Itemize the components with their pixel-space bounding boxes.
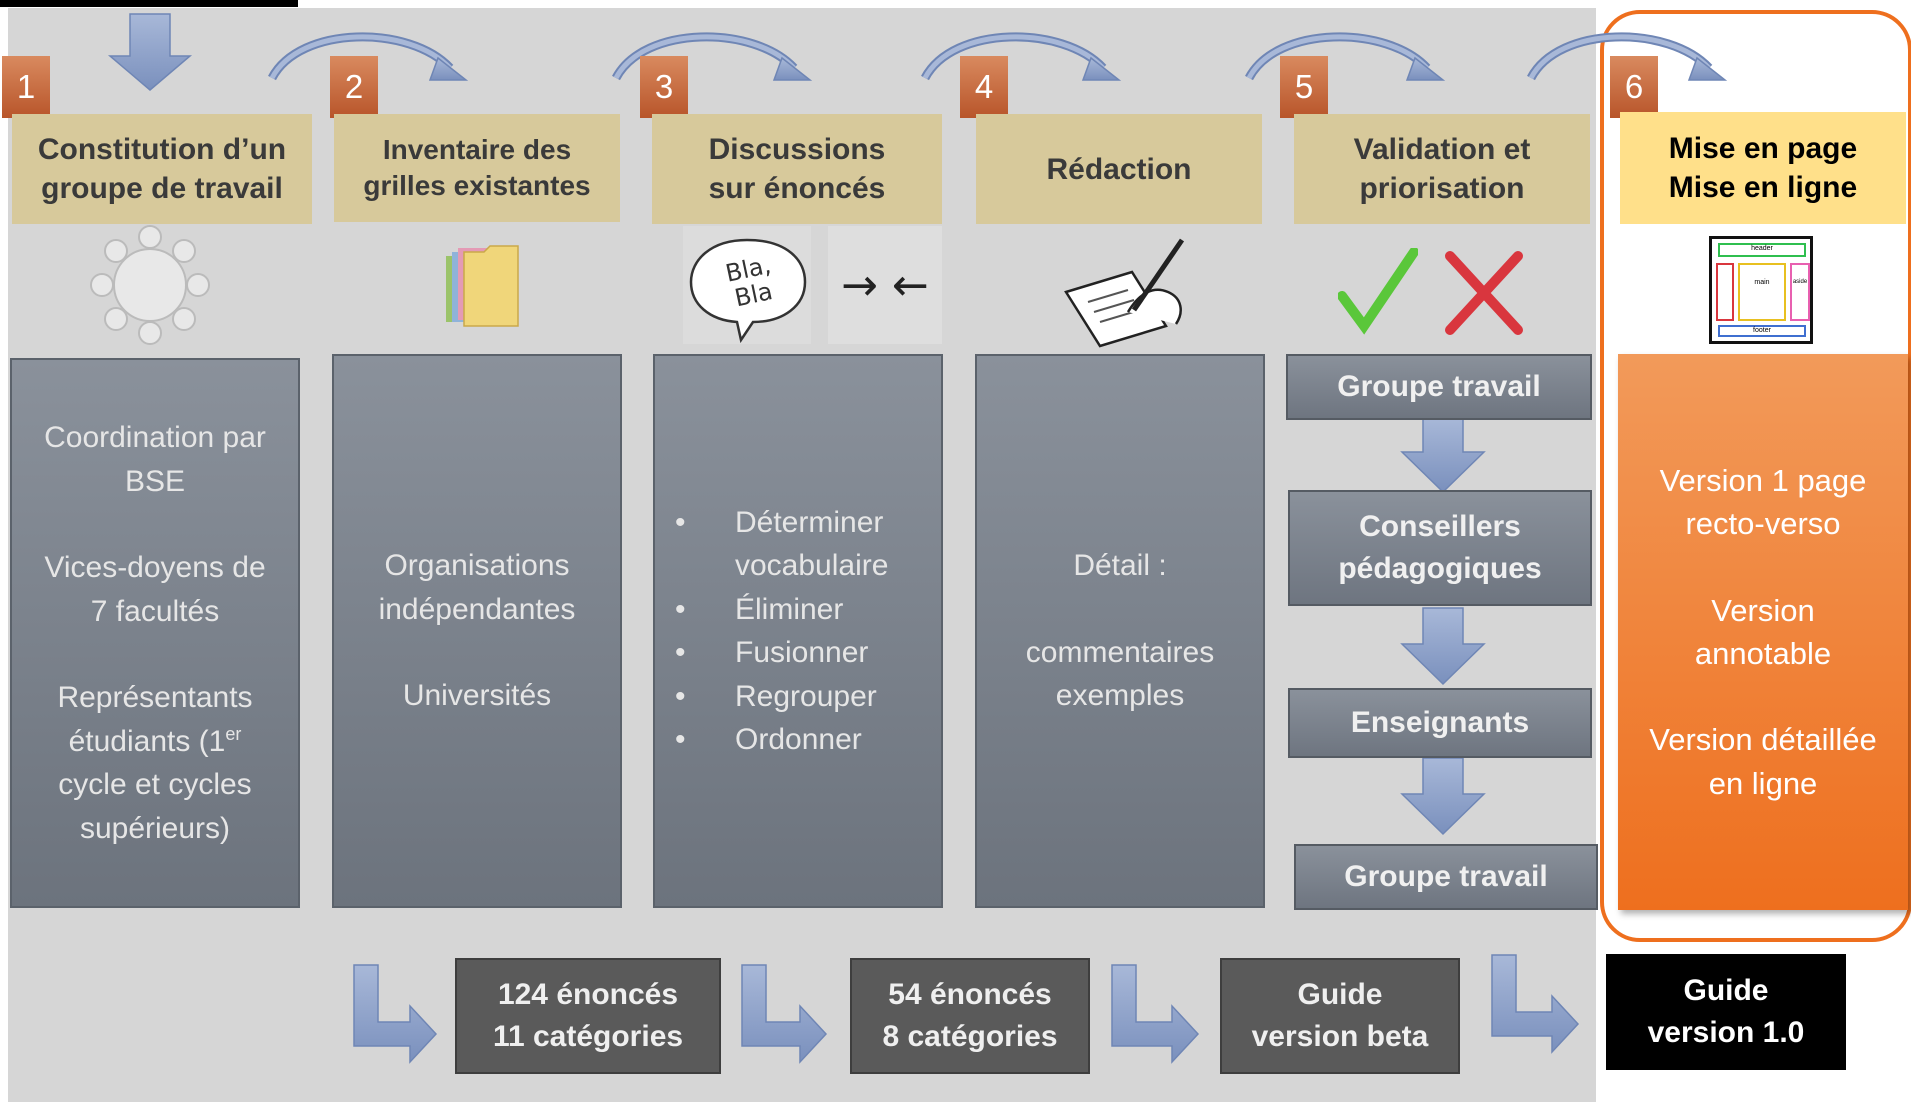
speech-bubble-icon — [689, 238, 807, 344]
list-item: •Ordonner — [675, 723, 862, 756]
list-item: •Déterminer vocabulaire — [675, 505, 889, 583]
step-number-badge: 5 — [1280, 56, 1328, 118]
output-box: 54 énoncés 8 catégories — [850, 958, 1090, 1074]
step-number-badge: 1 — [2, 56, 50, 118]
speech-bubble-panel: Bla, Bla — [683, 226, 811, 344]
step3-title: Discussions sur énoncés — [652, 114, 942, 224]
top-bar — [0, 0, 298, 7]
down-arrow-icon — [1400, 607, 1486, 686]
wireframe-main: main — [1738, 263, 1786, 321]
bent-arrow-icon — [1491, 954, 1580, 1054]
step2-panel: Organisations indépendantes Universités — [332, 354, 622, 908]
list-item: •Regrouper — [675, 679, 877, 713]
wireframe-layout-icon: header main aside footer — [1709, 236, 1813, 344]
step-number-badge: 3 — [640, 56, 688, 118]
step1-panel: Coordination par BSE Vices-doyens de 7 f… — [10, 358, 300, 908]
step4-panel: Détail : commentaires exemples — [975, 354, 1265, 908]
step3-bullet-list: •Déterminer vocabulaire •Éliminer •Fusio… — [675, 501, 915, 762]
wireframe-aside: aside — [1790, 263, 1810, 321]
wireframe-header: header — [1718, 243, 1806, 257]
round-table-icon — [90, 225, 210, 345]
step1-title: Constitution d’un groupe de travail — [12, 114, 312, 224]
output-box: Guide version beta — [1220, 958, 1460, 1074]
wireframe-footer: footer — [1718, 325, 1806, 337]
curved-arrow-icon — [1245, 32, 1431, 81]
step-number-badge: 4 — [960, 56, 1008, 118]
step5-title: Validation et priorisation — [1294, 114, 1590, 224]
step6-panel: Version 1 page recto-verso Version annot… — [1618, 354, 1908, 910]
cross-icon — [1445, 251, 1523, 335]
down-arrow-icon — [107, 13, 193, 91]
folders-icon — [446, 245, 519, 327]
validation-step-conseillers: Conseillers pédagogiques — [1288, 490, 1592, 606]
final-output-box: Guide version 1.0 — [1606, 954, 1846, 1070]
writing-hand-icon — [1064, 238, 1185, 348]
output-box: 124 énoncés 11 catégories — [455, 958, 721, 1074]
step-number-badge: 6 — [1610, 56, 1658, 118]
list-item: •Fusionner — [675, 636, 869, 669]
step2-title: Inventaire des grilles existantes — [334, 114, 620, 222]
curved-arrow-icon — [921, 32, 1107, 81]
step6-title: Mise en page Mise en ligne — [1620, 112, 1906, 224]
step6-highlight-frame — [1600, 10, 1911, 942]
validation-step-group-travail: Groupe travail — [1286, 354, 1592, 420]
students-line: étudiants (1er — [68, 723, 242, 758]
down-arrow-icon — [1400, 757, 1486, 836]
wireframe-nav — [1716, 263, 1734, 321]
down-arrow-icon — [1400, 417, 1486, 494]
validation-step-enseignants: Enseignants — [1288, 688, 1592, 758]
step-number-badge: 2 — [330, 56, 378, 118]
validation-step-group-travail-final: Groupe travail — [1294, 844, 1598, 910]
converging-arrows-icon: → ← — [828, 226, 942, 344]
step4-title: Rédaction — [976, 114, 1262, 224]
bent-arrow-icon — [1111, 964, 1200, 1064]
bent-arrow-icon — [741, 964, 828, 1064]
step3-panel: •Déterminer vocabulaire •Éliminer •Fusio… — [653, 354, 943, 908]
bent-arrow-icon — [353, 964, 438, 1064]
checkmark-icon — [1338, 248, 1418, 335]
list-item: •Éliminer — [675, 592, 844, 626]
